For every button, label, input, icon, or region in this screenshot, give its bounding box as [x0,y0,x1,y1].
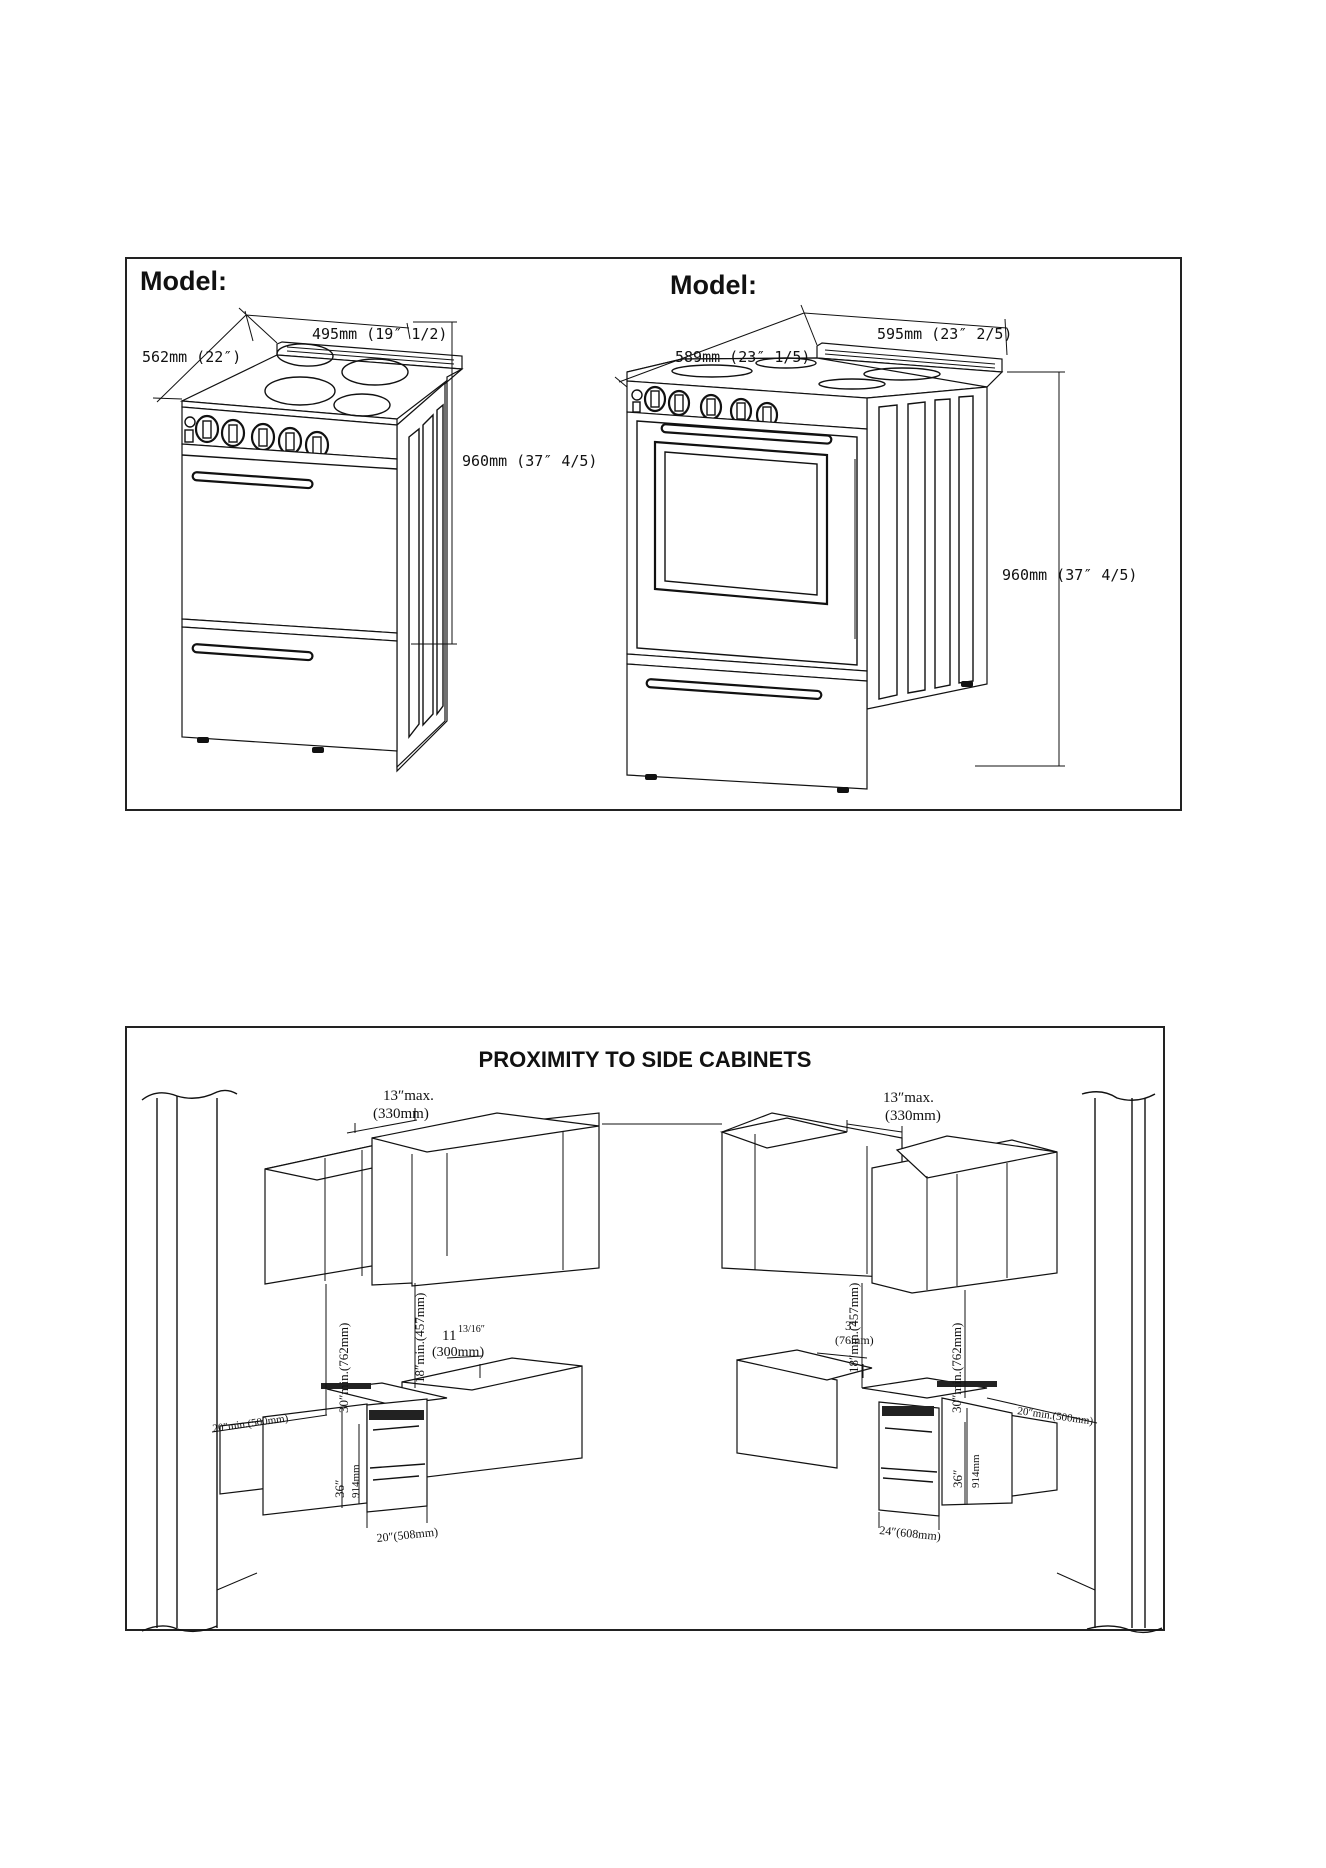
right-range-side-panel [866,386,988,710]
left-burner-rear-left [276,343,334,367]
left-model-label: Model: [140,266,227,296]
kitchen-clearance-drawing: 13″max. (330mm) 30″min.(762mm) 18″min.(4… [141,1088,1163,1634]
left-range-small [321,1383,428,1513]
left-storage-drawer [181,626,398,752]
left-burner-front-left [264,376,336,406]
right-burner-rear-left [755,357,817,369]
right-depth-dimension: 589mm (23″ 1/5) [675,348,810,366]
right-base-cabinets [736,1349,1058,1506]
right-side-gap-in: 3″ [845,1318,857,1333]
right-oven-handle [660,423,833,445]
right-storage-drawer [626,663,868,790]
range-dimensions-panel: Model: Model: [125,257,1182,811]
range-dimension-drawings: 495mm (19″ 1/2) 562mm (22″) 960mm (37″ 4… [142,304,1137,793]
proximity-title: PROXIMITY TO SIDE CABINETS [478,1047,812,1072]
left-side-gap-mm: (300mm) [432,1345,484,1360]
left-base-cabinets [219,1357,583,1516]
right-dimension-lines [816,1120,1098,1530]
left-wall-column [141,1089,238,1633]
right-upper-clearance-30: 30″min.(762mm) [949,1323,964,1413]
right-burner-front-left [671,364,753,378]
left-upper-cabinets [264,1112,600,1287]
right-range-small [878,1381,997,1517]
right-burner-front-right [818,378,886,390]
right-model-label: Model: [670,270,757,300]
left-max-label: 13″max. [383,1088,434,1104]
left-side-gap-whole: 11 [442,1328,456,1344]
side-cabinet-proximity-panel: PROXIMITY TO SIDE CABINETS [125,1026,1165,1634]
left-burner-rear-right [341,358,409,386]
right-max-label: 13″max. [883,1090,934,1106]
right-range-drawing: 595mm (23″ 2/5) 589mm (23″ 1/5) 960mm (3… [614,304,1137,793]
right-upper-clearance-18: 18″min.(457mm) [846,1283,861,1373]
right-max-mm: (330mm) [885,1108,941,1124]
right-oven-door [626,411,868,672]
left-max-mm: (330mm) [373,1106,429,1122]
left-oven-handle [191,471,314,490]
left-counter-height-mm: 914mm [350,1464,362,1498]
right-drawer-handle [645,678,823,701]
right-oven-window [653,440,829,606]
left-range-side-panel [396,381,446,769]
left-width-dimension: 495mm (19″ 1/2) [312,325,447,343]
left-range-drawing: 495mm (19″ 1/2) 562mm (22″) 960mm (37″ 4… [142,307,597,773]
right-width-dimension: 595mm (23″ 2/5) [877,325,1012,343]
left-counter-height-in: 36″ [332,1480,347,1498]
left-height-dimension: 960mm (37″ 4/5) [462,452,597,470]
right-range-width: 24″(608mm) [879,1523,942,1543]
left-burner-front-right [333,393,391,417]
left-oven-door [181,443,398,634]
right-height-dimension: 960mm (37″ 4/5) [1002,566,1137,584]
left-drawer-handle [191,643,314,662]
right-counter-height-mm: 914mm [970,1454,982,1488]
left-upper-clearance-30: 30″min.(762mm) [336,1323,351,1413]
right-burner-rear-right [863,367,941,381]
right-counter-height-in: 36″ [950,1470,965,1488]
left-dimension-lines [211,1108,483,1528]
right-upper-cabinets [719,1112,1058,1294]
left-upper-clearance-18: 18″min.(457mm) [412,1293,427,1383]
left-depth-dimension: 562mm (22″) [142,348,241,366]
right-wall-column [1081,1091,1163,1634]
right-side-gap-mm: (76mm) [835,1333,874,1347]
left-side-gap-fraction: 13/16″ [458,1324,485,1335]
left-range-width: 20″(508mm) [376,1525,439,1545]
